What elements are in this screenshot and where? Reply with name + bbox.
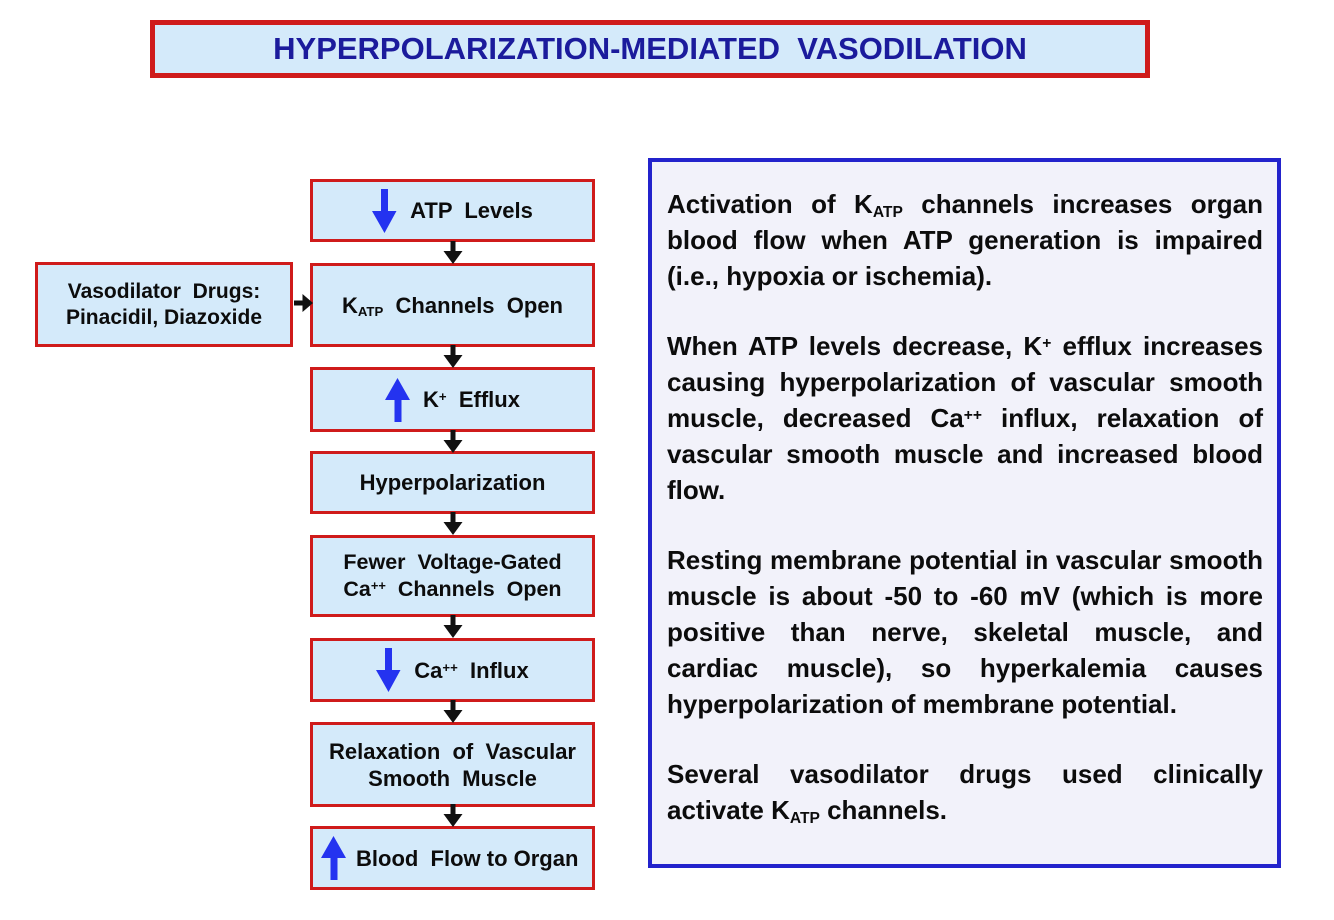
info-paragraph: When ATP levels decrease, K+ efflux incr… (667, 331, 1263, 505)
side-box-label: Vasodilator Drugs:Pinacidil, Diazoxide (65, 279, 263, 329)
flow-box-k-efflux: K+ Efflux (310, 367, 595, 432)
info-paragraph: Activation of KATP channels increases or… (667, 189, 1263, 291)
flow-box-label: KATP Channels Open (342, 292, 563, 320)
right-arrow-icon (294, 291, 313, 315)
diagram-title-box: HYPERPOLARIZATION-MEDIATED VASODILATION (150, 20, 1150, 78)
flow-box-ca-influx: Ca++ Influx (310, 638, 595, 702)
down-arrow-icon (440, 430, 466, 453)
blue-up-arrow-icon (385, 377, 411, 422)
blue-down-arrow-icon (376, 648, 401, 692)
diagram-title: HYPERPOLARIZATION-MEDIATED VASODILATION (273, 31, 1027, 66)
flow-box-label: Hyperpolarization (359, 470, 546, 495)
flow-box-katp-channels-open: KATP Channels Open (310, 263, 595, 347)
down-arrow-icon (440, 804, 466, 827)
info-paragraph: Several vasodilator drugs used clinicall… (667, 759, 1263, 828)
blue-up-arrow-icon (321, 834, 346, 882)
down-arrow-icon (440, 241, 466, 264)
flow-box-label: ATP Levels (410, 198, 533, 223)
vasodilator-drugs-box: Vasodilator Drugs:Pinacidil, Diazoxide (35, 262, 293, 347)
flow-box-hyperpolarization: Hyperpolarization (310, 451, 595, 514)
blue-down-arrow-icon (372, 188, 397, 233)
flow-box-label: K+ Efflux (423, 387, 520, 412)
down-arrow-icon (440, 345, 466, 368)
down-arrow-icon (440, 512, 466, 535)
info-paragraph: Resting membrane potential in vascular s… (667, 545, 1263, 719)
info-panel: Activation of KATP channels increases or… (648, 158, 1281, 868)
flow-box-label: Blood Flow to Organ (356, 845, 579, 871)
flow-box-label: Ca++ Influx (414, 657, 529, 683)
flow-box-blood-flow: Blood Flow to Organ (310, 826, 595, 890)
down-arrow-icon (440, 700, 466, 723)
down-arrow-icon (440, 615, 466, 638)
flow-box-atp-levels: ATP Levels (310, 179, 595, 242)
